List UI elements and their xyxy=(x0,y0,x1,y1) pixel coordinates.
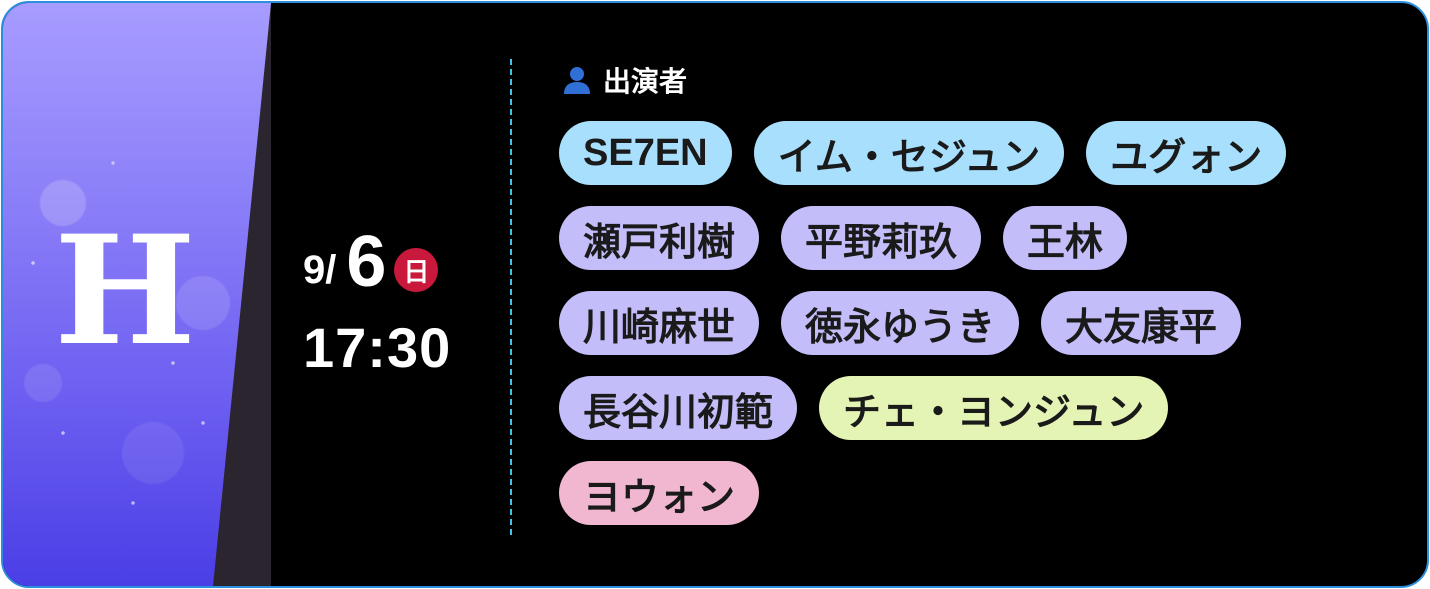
date-day: 6 xyxy=(346,222,387,302)
weekday-badge: 日 xyxy=(394,248,439,292)
program-thumbnail[interactable]: H xyxy=(3,3,271,586)
person-icon xyxy=(564,67,590,94)
cast-chip[interactable]: 長谷川初範 xyxy=(559,376,798,440)
cast-chip[interactable]: ヨウォン xyxy=(559,461,760,525)
broadcast-datetime: 9/ 6 日 17:30 xyxy=(303,218,451,376)
cast-chip[interactable]: 王林 xyxy=(1003,206,1128,270)
date-month: 9/ xyxy=(303,248,337,292)
cast-row: 川崎麻世 徳永ゆうき 大友康平 xyxy=(559,291,1379,355)
thumbnail-artwork xyxy=(3,3,271,586)
cast-chip[interactable]: 平野莉玖 xyxy=(781,206,982,270)
cast-chip[interactable]: ユグォン xyxy=(1086,121,1287,185)
cast-chip[interactable]: 大友康平 xyxy=(1041,291,1242,355)
cast-chip[interactable]: SE7EN xyxy=(559,121,732,185)
cast-list: SE7EN イム・セジュン ユグォン 瀬戸利樹 平野莉玖 王林 川崎麻世 徳永ゆ… xyxy=(559,121,1379,546)
cast-chip[interactable]: 徳永ゆうき xyxy=(781,291,1020,355)
cast-chip[interactable]: チェ・ヨンジュン xyxy=(819,376,1169,440)
cast-row: 長谷川初範 チェ・ヨンジュン xyxy=(559,376,1379,440)
broadcast-time: 17:30 xyxy=(303,316,452,379)
cast-heading: 出演者 xyxy=(561,60,687,100)
broadcast-date: 9/ 6 日 xyxy=(303,218,451,298)
cast-chip[interactable]: 瀬戸利樹 xyxy=(559,206,760,270)
cast-row: SE7EN イム・セジュン ユグォン xyxy=(559,121,1379,185)
program-logo: H xyxy=(54,203,196,379)
cast-row: ヨウォン xyxy=(559,461,1379,525)
cast-chip[interactable]: 川崎麻世 xyxy=(559,291,760,355)
cast-heading-label: 出演者 xyxy=(603,66,688,97)
cast-row: 瀬戸利樹 平野莉玖 王林 xyxy=(559,206,1379,270)
dashed-divider xyxy=(510,59,512,535)
cast-chip[interactable]: イム・セジュン xyxy=(753,121,1065,185)
